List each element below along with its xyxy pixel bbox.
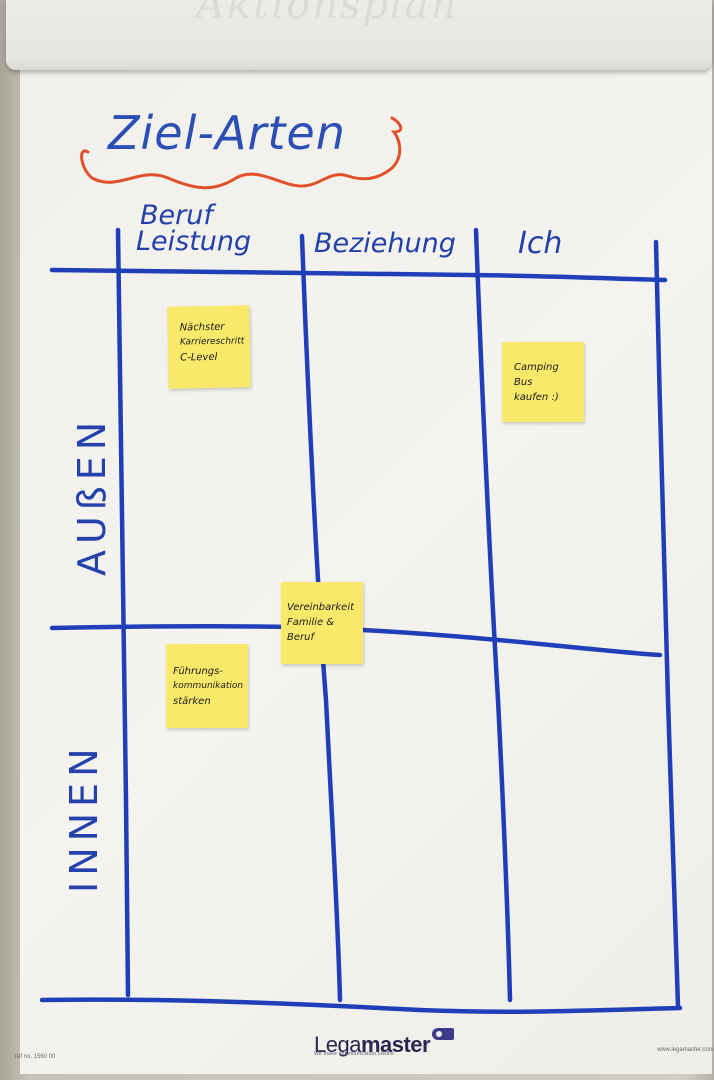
row-label-aussen: AUßEN: [70, 415, 114, 576]
grid-vertical-line-2: [299, 233, 343, 1003]
sticky-text: stärken: [173, 696, 211, 707]
sticky-text: Camping: [514, 362, 559, 373]
legamaster-logo: Legamaster: [314, 1028, 455, 1058]
eye-hand-logo-icon: [432, 1028, 455, 1040]
sticky-note-karriereschritt: Nächster Karriereschritt C-Level: [167, 305, 251, 389]
sticky-text: kaufen :): [514, 392, 559, 403]
sticky-text: C-Level: [180, 351, 218, 364]
sticky-text: Vereinbarkeit: [287, 602, 355, 613]
orange-wavy-underline: [80, 116, 403, 190]
grid-header-line: [49, 267, 668, 283]
column-header-beziehung: Beziehung: [314, 228, 456, 259]
sticky-text: Karriereschritt: [179, 336, 245, 348]
page-title: Ziel-Arten: [108, 106, 346, 160]
grid-vertical-line-1: [115, 227, 131, 998]
website-url: www.legamaster.com: [657, 1047, 714, 1053]
reference-number: ref no. 1560 00: [15, 1054, 56, 1060]
row-label-innen: INNEN: [62, 742, 106, 894]
grid-vertical-line-4: [653, 239, 681, 1009]
sticky-note-camping-bus: Camping Bus kaufen :): [502, 342, 584, 422]
ghost-text-previous-page: Aktionsplan: [196, 0, 459, 28]
logo-wordmark: Legamaster: [314, 1032, 431, 1058]
sticky-text: Bus: [514, 377, 533, 388]
grid-bottom-line: [39, 997, 683, 1014]
sticky-text: kommunikation: [173, 681, 244, 691]
logo-bold: master: [360, 1032, 431, 1057]
sticky-note-vereinbarkeit: Vereinbarkeit Familie & Beruf: [281, 582, 363, 664]
sticky-note-fuehrungskommunikation: Führungs- kommunikation stärken: [166, 644, 248, 728]
sticky-text: Beruf: [287, 632, 314, 643]
column-header-beruf-line2: Leistung: [136, 226, 252, 257]
logo-light: Lega: [314, 1032, 361, 1057]
logo-tagline: We make communication visible: [314, 1051, 395, 1057]
grid-middle-line: [49, 624, 663, 658]
sticky-text: Führungs-: [173, 666, 223, 677]
column-header-beruf-line1: Beruf: [140, 200, 213, 231]
sticky-text: Familie &: [287, 617, 335, 628]
flipchart-sheet: [20, 62, 712, 1074]
column-header-beruf: Beruf Leistung: [136, 200, 252, 257]
flipped-over-sheet: Aktionsplan: [6, 0, 712, 70]
grid-vertical-line-3: [473, 227, 513, 1003]
sticky-text: Nächster: [179, 321, 225, 334]
column-header-ich: Ich: [518, 226, 563, 261]
